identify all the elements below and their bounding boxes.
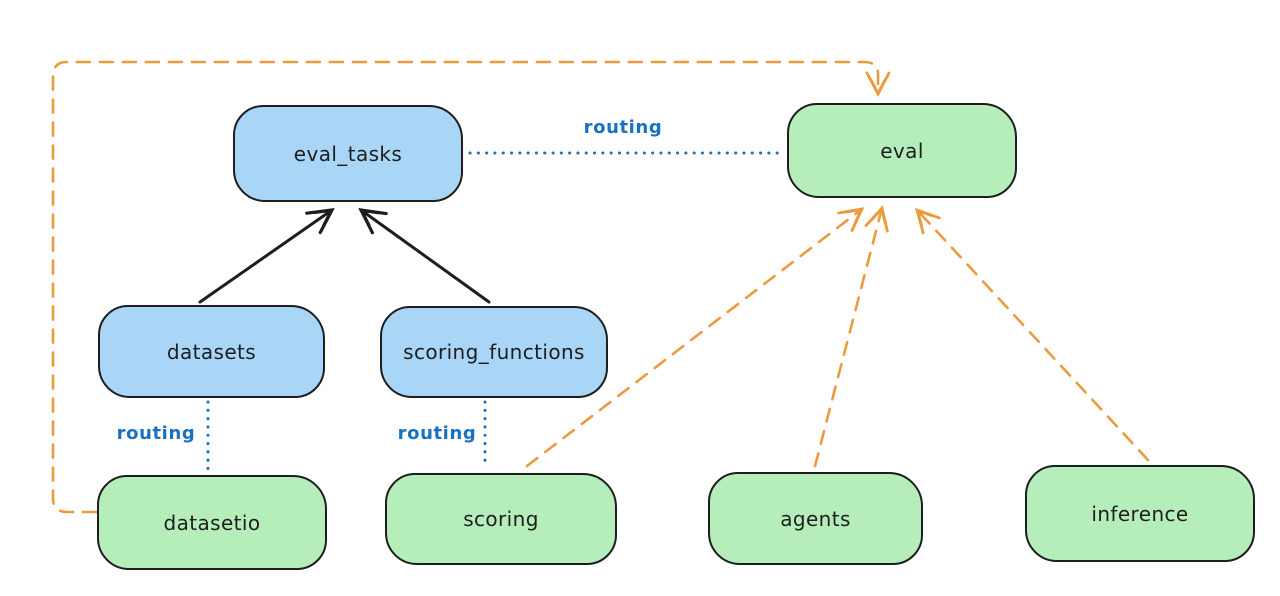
node-scoring_functions-label: scoring_functions (403, 340, 585, 364)
node-scoring-label: scoring (463, 507, 539, 531)
edge-datasets-to-eval_tasks (198, 210, 332, 304)
edge-label-routing-top: routing (583, 117, 663, 138)
edge-scoring-to-eval (525, 209, 862, 468)
node-datasets-label: datasets (166, 339, 257, 364)
edge-label-routing-datasets: routing (116, 423, 196, 444)
node-agents-label: agents (780, 506, 851, 531)
node-eval_tasks: eval_tasks (233, 105, 463, 202)
edge-inference-to-eval (917, 210, 1150, 462)
edge-label-routing-scoring: routing (397, 423, 477, 444)
node-eval: eval (787, 103, 1017, 198)
node-eval_tasks-label: eval_tasks (293, 141, 403, 166)
edge-datasetio-to-eval (51, 60, 878, 514)
node-datasets: datasets (98, 305, 325, 398)
node-scoring: scoring (385, 473, 617, 565)
edge-scoring_functions-to-eval_tasks (361, 210, 491, 304)
node-datasetio: datasetio (97, 475, 327, 570)
node-datasetio-label: datasetio (163, 510, 261, 535)
node-agents: agents (708, 472, 923, 565)
node-eval-label: eval (880, 138, 924, 163)
node-scoring_functions: scoring_functions (380, 306, 608, 398)
edge-agents-to-eval (813, 208, 882, 468)
node-inference-label: inference (1091, 501, 1189, 526)
node-inference: inference (1025, 465, 1255, 562)
